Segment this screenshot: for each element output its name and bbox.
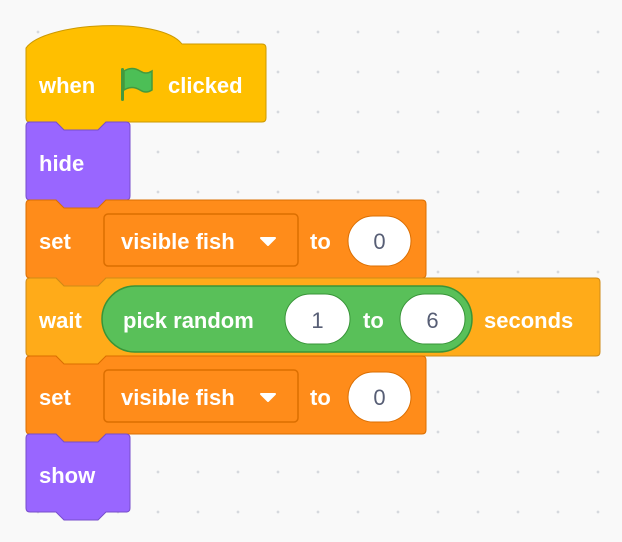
show-label: show: [39, 463, 96, 488]
random-from-value: 1: [311, 308, 323, 333]
to-label-2: to: [310, 385, 331, 410]
value-input-2[interactable]: 0: [347, 371, 412, 423]
seconds-label: seconds: [484, 308, 573, 333]
to-label-1: to: [310, 229, 331, 254]
set-label-2: set: [39, 385, 71, 410]
value-text-2: 0: [373, 385, 385, 410]
set-label-1: set: [39, 229, 71, 254]
random-to-label: to: [363, 308, 384, 333]
pick-random-label: pick random: [123, 308, 254, 333]
random-from-input[interactable]: 1: [284, 293, 351, 345]
hat-when-label: when: [38, 73, 95, 98]
wait-label: wait: [38, 308, 82, 333]
when-flag-clicked-block[interactable]: when clicked: [25, 25, 267, 131]
hide-label: hide: [39, 151, 84, 176]
value-text-1: 0: [373, 229, 385, 254]
hat-clicked-label: clicked: [168, 73, 243, 98]
random-to-value: 6: [426, 308, 438, 333]
variable-name-2: visible fish: [121, 385, 235, 410]
variable-dropdown-2[interactable]: visible fish: [103, 369, 299, 423]
variable-name-1: visible fish: [121, 229, 235, 254]
show-block[interactable]: show: [25, 433, 131, 521]
value-input-1[interactable]: 0: [347, 215, 412, 267]
green-flag-icon: [121, 67, 153, 101]
variable-dropdown-1[interactable]: visible fish: [103, 213, 299, 267]
wait-block[interactable]: wait pick random 1 to 6 seconds: [25, 277, 601, 365]
dropdown-arrow-icon: [260, 393, 276, 402]
pick-random-reporter[interactable]: pick random 1 to 6: [101, 285, 473, 353]
set-variable-block-2[interactable]: set visible fish to 0: [25, 355, 427, 443]
random-to-input[interactable]: 6: [399, 293, 466, 345]
hide-block[interactable]: hide: [25, 121, 131, 209]
set-variable-block-1[interactable]: set visible fish to 0: [25, 199, 427, 287]
dropdown-arrow-icon: [260, 237, 276, 246]
